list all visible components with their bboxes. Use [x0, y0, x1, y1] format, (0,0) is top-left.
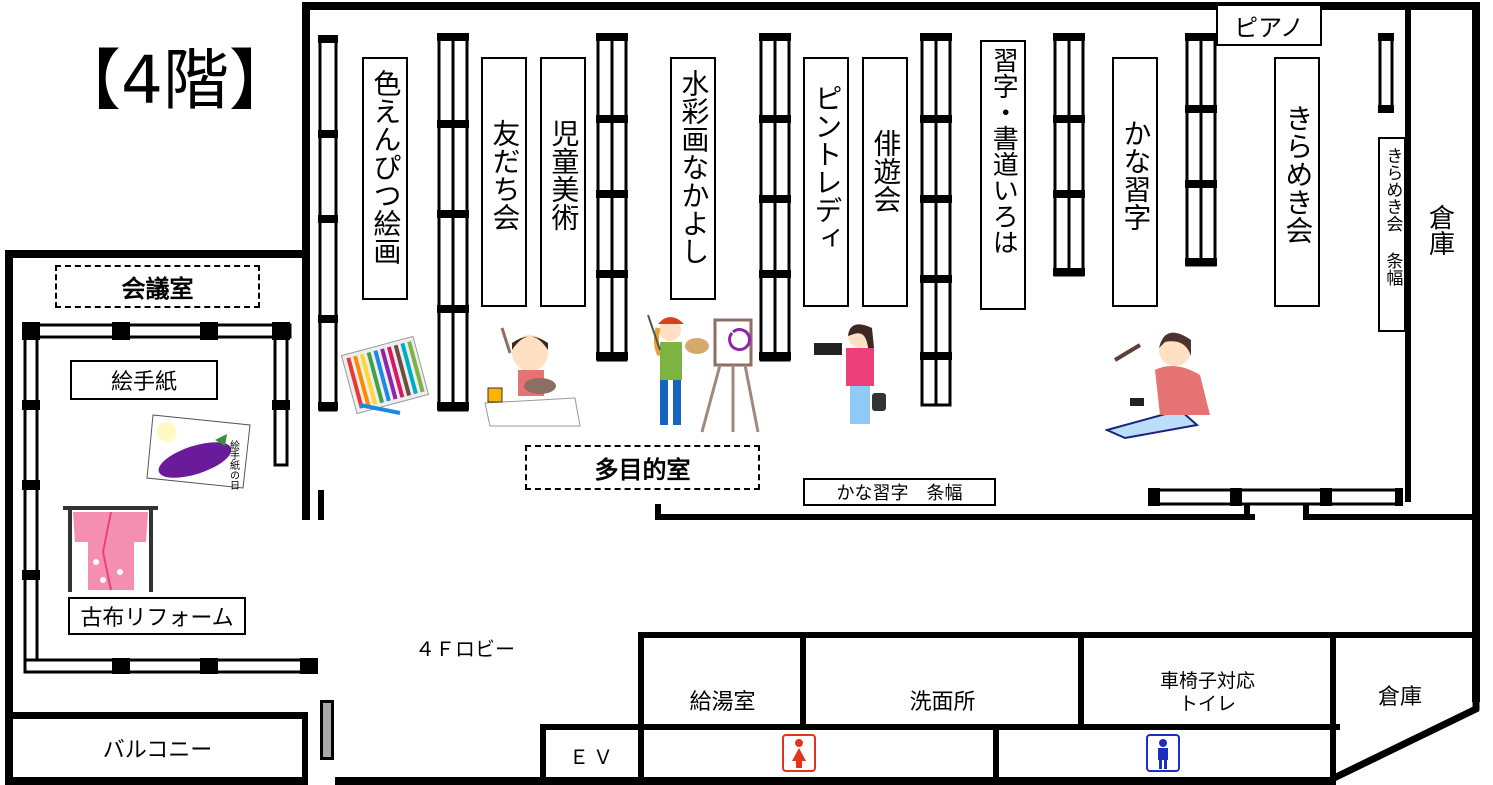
wall [655, 514, 1255, 520]
photographer-illustration [814, 324, 886, 424]
wall [320, 700, 334, 760]
wall [1078, 632, 1084, 727]
wall [993, 724, 999, 785]
meeting-room-label: 会議室 [55, 265, 260, 308]
wall [1303, 514, 1480, 520]
exhibit-label-kirameki-jofuku: きらめき会 条幅 [1378, 137, 1406, 332]
etegami-card-illustration: 絵手紙の日 [146, 414, 251, 490]
painter-easel-illustration [647, 314, 760, 433]
wall [302, 250, 310, 520]
wall [540, 724, 1340, 730]
exhibit-label-haiyukai: 俳遊会 [862, 57, 908, 307]
exhibit-label-kirameki: きらめき会 [1274, 57, 1320, 307]
washroom-label: 洗面所 [909, 690, 976, 715]
wall [335, 777, 1335, 785]
storage-room-right: 倉庫 [1424, 204, 1455, 256]
elevator-label: ＥＶ [569, 744, 617, 769]
exhibit-label-pintoredi: ピントレディ [803, 57, 849, 307]
wall [638, 632, 644, 785]
wall [1330, 632, 1336, 785]
kitchenette-label: 給湯室 [689, 690, 756, 715]
storage-room-bottom: 倉庫 [1377, 685, 1422, 710]
calligrapher-illustration [1105, 332, 1210, 440]
wall [5, 250, 13, 785]
wall [1405, 2, 1411, 502]
wall [5, 712, 308, 719]
wall [800, 632, 806, 727]
diagonal-wall [1332, 690, 1480, 782]
wall [638, 632, 1480, 638]
exhibit-label-jido-bijutsu: 児童美術 [540, 57, 586, 307]
male-toilet-icon [1146, 734, 1180, 772]
wall [5, 250, 310, 258]
wall [1303, 500, 1309, 520]
floor-title: 【4階】 [55, 42, 295, 119]
female-toilet-icon [782, 734, 816, 772]
piano-label: ピアノ [1216, 4, 1322, 46]
wall [302, 2, 310, 255]
lobby-label: ４Ｆロビー [415, 636, 515, 661]
wall [1244, 500, 1250, 520]
wall [655, 504, 661, 520]
exhibit-label-shuji-iroha: 習字・書道いろは [980, 40, 1026, 310]
etegami-card-text: 絵手紙の日 [228, 439, 240, 490]
kimono-illustration [63, 506, 158, 592]
exhibit-label-kana-shuji: かな習字 [1112, 57, 1158, 307]
wall [318, 490, 324, 520]
exhibit-label-suisaiga: 水彩画なかよし [670, 57, 716, 300]
exhibit-label-etegami: 絵手紙 [70, 360, 218, 400]
multipurpose-room-label: 多目的室 [525, 445, 760, 490]
wall [1472, 2, 1480, 702]
colored-pencils-illustration [340, 335, 430, 415]
accessible-toilet-label: 車椅子対応 トイレ [1159, 670, 1255, 715]
wall [540, 724, 546, 785]
exhibit-label-kana-jofuku: かな習字 条幅 [803, 478, 996, 506]
balcony-label: バルコニー [102, 737, 213, 763]
wall [302, 712, 308, 785]
exhibit-label-kofu-reform: 古布リフォーム [68, 597, 246, 635]
child-painting-illustration [484, 327, 581, 427]
exhibit-label-tomodachi: 友だち会 [481, 57, 527, 307]
wall [5, 777, 308, 785]
exhibit-label-iroenpitsu: 色えんぴつ絵画 [362, 57, 408, 300]
wall [302, 2, 1480, 10]
